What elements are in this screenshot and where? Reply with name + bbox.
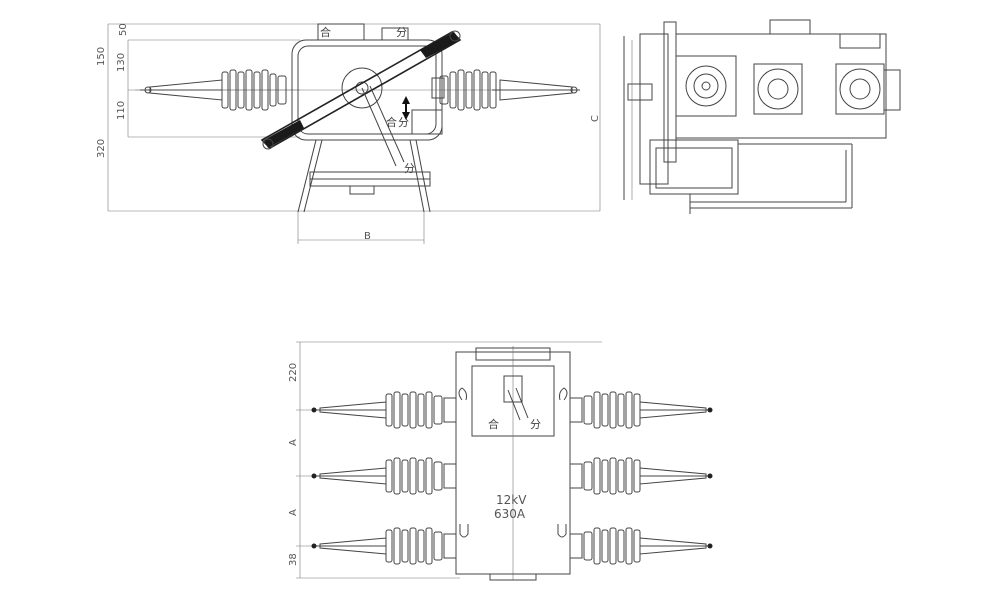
label-fen-mid: 分 xyxy=(398,116,409,129)
label-he-top: 合 xyxy=(320,25,331,39)
dim-c: C xyxy=(590,115,601,122)
updown-arrow-icon xyxy=(402,96,410,120)
dim-220: 220 xyxy=(288,363,299,382)
dim-a2: A xyxy=(288,509,299,516)
right-bushing xyxy=(439,69,580,111)
rated-voltage: 12kV xyxy=(496,493,527,507)
dim-150: 150 xyxy=(96,47,107,66)
dim-130: 130 xyxy=(116,53,127,72)
dim-110: 110 xyxy=(116,101,127,120)
support-frame xyxy=(297,139,431,213)
dim-38: 38 xyxy=(288,553,299,566)
right-bushings xyxy=(569,391,712,565)
front-view: 50 150 130 110 320 C xyxy=(96,23,601,244)
dim-320: 320 xyxy=(96,139,107,158)
side-view xyxy=(623,19,901,214)
operating-handle xyxy=(260,30,462,167)
breaker-body xyxy=(291,23,445,141)
dim-a1: A xyxy=(288,439,299,446)
label-he-mid: 合 xyxy=(386,115,397,129)
label-fen-top: 分 xyxy=(396,26,407,39)
left-bushings xyxy=(312,391,457,565)
terminal-points xyxy=(311,407,713,549)
left-bushing xyxy=(140,69,287,111)
label-fen: 分 xyxy=(530,418,541,431)
top-view: 220 A A 38 合 分 12kV 630A xyxy=(288,341,713,581)
rated-current: 630A xyxy=(494,507,526,521)
label-he: 合 xyxy=(488,417,499,431)
dim-50: 50 xyxy=(118,23,129,36)
label-fen-low: 分 xyxy=(404,162,415,175)
dim-b: B xyxy=(364,231,371,242)
